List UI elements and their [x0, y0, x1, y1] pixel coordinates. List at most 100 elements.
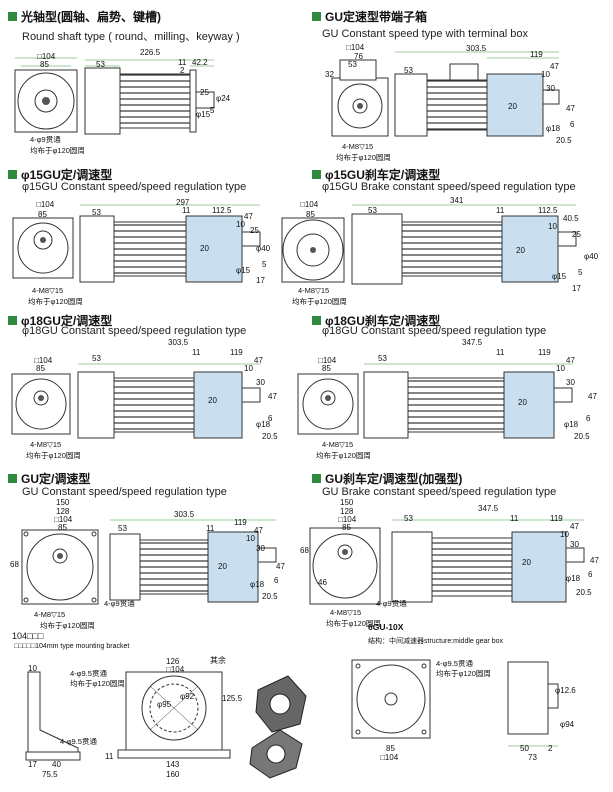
dim-label: 47 [566, 104, 575, 113]
motor-side-view-s4 [351, 204, 577, 285]
dim-label: 20 [200, 244, 209, 253]
gearbox-front-view [351, 659, 431, 739]
dim-label: 53 [404, 514, 413, 523]
dim-label: 47 [570, 522, 579, 531]
section-6-subtitle: φ18GU Constant speed/speed regulation ty… [322, 325, 547, 337]
section-1-title-cn: 光轴型(圆轴、扁势、键槽) [21, 10, 161, 24]
bracket-3d-view-1 [255, 675, 307, 733]
section-2-title-cn: GU定速型带端子箱 [325, 10, 428, 24]
dim-label: 119 [550, 514, 563, 523]
section-3-subtitle: φ15GU Constant speed/speed regulation ty… [22, 181, 247, 193]
dim-label: φ40 [584, 252, 599, 261]
section-6-title-cn: φ18GU刹车定/调速型 [325, 314, 441, 328]
dim-label: 均布于φ120圆周 [30, 146, 85, 155]
dim-label: 6 [586, 414, 591, 423]
dim-label: 47 [268, 392, 277, 401]
dim-label: 20.5 [576, 588, 592, 597]
dim-label: □104 [36, 200, 55, 209]
dim-label: 85 [40, 60, 49, 69]
dim-label: 11 [496, 348, 505, 357]
dim-label: 112.5 [212, 206, 232, 215]
dim-label: 20 [208, 396, 217, 405]
section-4-title-cn: φ15GU刹车定/调速型 [325, 168, 441, 182]
dim-label: 20.5 [574, 432, 590, 441]
dim-label: 11 [206, 524, 215, 533]
dim-label: 53 [92, 354, 101, 363]
dim-label: 32 [325, 70, 334, 79]
dim-label: 4-M8▽15 [322, 440, 354, 449]
dim-label: 17 [28, 760, 37, 769]
dim-label: 6 [570, 120, 575, 129]
bullet-square-icon [312, 170, 321, 179]
dim-label: 53 [368, 206, 377, 215]
dim-label: φ18 [546, 124, 561, 133]
dim-label: 5 [578, 268, 583, 277]
dim-label: 75.5 [42, 770, 58, 779]
dim-label: 119 [234, 518, 247, 527]
section-1-title: 光轴型(圆轴、扁势、键槽) [8, 8, 161, 25]
dim-label: 53 [404, 66, 413, 75]
dim-label: 226.5 [140, 48, 161, 57]
bullet-square-icon [8, 474, 17, 483]
dim-label: 10 [28, 664, 37, 673]
bracket-3d-view-2 [249, 729, 303, 779]
dim-label: 17 [256, 276, 265, 285]
dim-label: 53 [118, 524, 127, 533]
dim-label: 347.5 [478, 504, 499, 513]
dim-label: 4-φ9.5贯通 [60, 737, 97, 746]
section-5-title-cn: φ18GU定/调速型 [21, 314, 113, 328]
section-2-title: GU定速型带端子箱 [312, 8, 427, 25]
dim-label: 11 [105, 752, 114, 761]
dim-label: φ95 [157, 700, 172, 709]
dim-label: □104 [380, 753, 399, 762]
dim-label: 303.5 [168, 338, 189, 347]
bullet-square-icon [312, 474, 321, 483]
dim-label: 160 [166, 770, 180, 779]
dim-label: φ18 [566, 574, 581, 583]
dim-label: 5 [210, 106, 215, 115]
dim-label: 68 [300, 546, 309, 555]
dim-label: 4-M8▽15 [298, 286, 330, 295]
motor-front-view-s7 [21, 529, 99, 605]
bracket-title: 104□□□ [12, 631, 44, 641]
dim-label: □104 [54, 515, 73, 524]
dim-label: 46 [318, 578, 327, 587]
section-8-subtitle: GU Brake constant speed/speed regulation… [322, 486, 557, 498]
section-7-subtitle: GU Constant speed/speed regulation type [22, 486, 227, 498]
dim-label: 4-φ9贯通 [104, 599, 135, 608]
gearbox-title: 6GU-10X [368, 622, 404, 632]
dim-label: 20 [522, 558, 531, 567]
dim-label: 4-M8▽15 [30, 440, 62, 449]
dim-label: □104 [166, 665, 185, 674]
motor-front-view-s6 [297, 373, 359, 435]
dim-label: φ18 [250, 580, 265, 589]
dim-label: 40.5 [563, 214, 579, 223]
dim-label: 119 [230, 348, 243, 357]
dim-label: 30 [546, 84, 555, 93]
bullet-square-icon [312, 316, 321, 325]
dim-label: □104 [318, 356, 337, 365]
dim-label: 119 [538, 348, 551, 357]
dim-label: □104 [338, 515, 357, 524]
dim-label: 均布于φ120圆周 [326, 619, 381, 628]
dim-label: 均布于φ120圆周 [28, 297, 83, 306]
dim-label: 85 [306, 210, 315, 219]
motor-side-view-s7 [109, 519, 277, 603]
dim-label: 10 [548, 222, 557, 231]
dim-label: 297 [176, 198, 190, 207]
dim-label: 4-φ9贯通 [30, 135, 61, 144]
bracket-front-view [117, 671, 231, 759]
bullet-square-icon [312, 12, 321, 21]
dim-label: 47 [276, 562, 285, 571]
dim-label: 2 [180, 66, 185, 75]
dim-label: 68 [10, 560, 19, 569]
dim-label: 4-φ9.5贯通 [436, 659, 473, 668]
dim-label: 17 [572, 284, 581, 293]
bullet-square-icon [8, 316, 17, 325]
dim-label: φ92 [180, 692, 195, 701]
dim-label: 10 [246, 534, 255, 543]
section-8-title-cn: GU刹车定/调速型(加强型) [325, 472, 463, 486]
motor-side-view-s8 [391, 519, 585, 603]
dim-label: □104 [37, 52, 56, 61]
